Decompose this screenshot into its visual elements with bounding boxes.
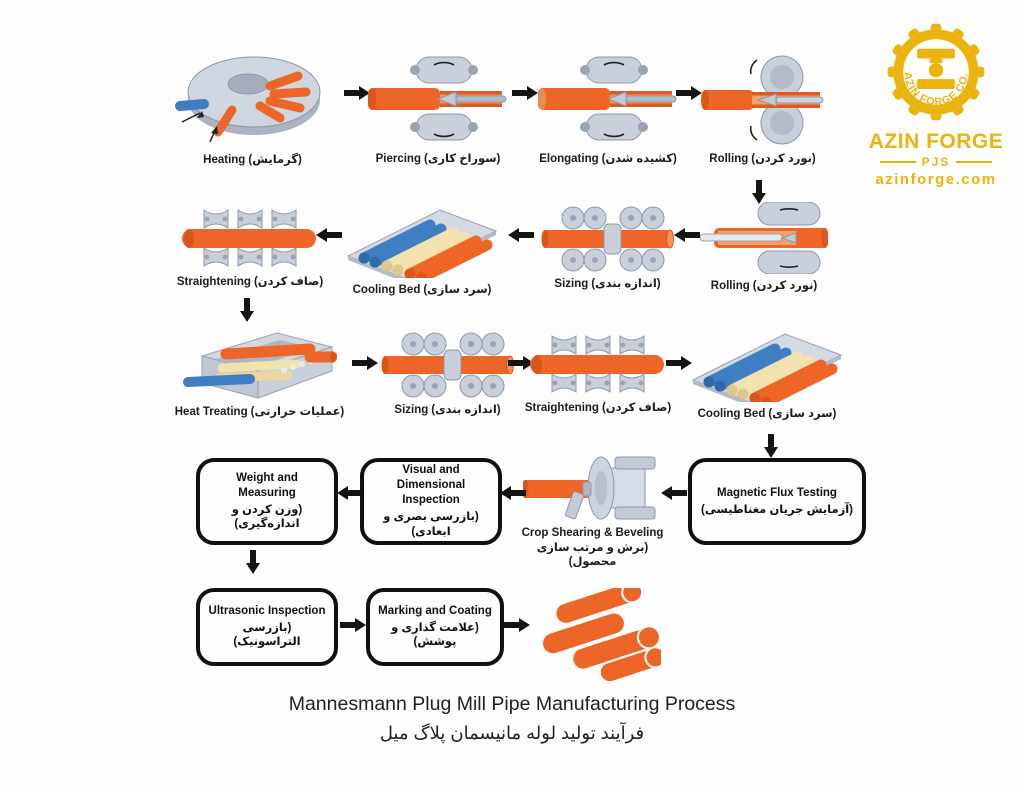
gear-logo-icon: AZIN FORGE CO. [887,23,985,121]
step-crop-shearing: Crop Shearing & Beveling (برش و مرتب ساز… [520,452,665,568]
logo-website: azinforge.com [875,171,997,188]
rotary-hearth-furnace-illustration [175,56,321,143]
arrow-right-icon [666,356,692,370]
plug-mill-rolls-illustration [701,55,824,145]
diagram-title-fa: فرآیند تولید لوله مانیسمان پلاگ میل [379,723,645,743]
step-straightening-1: Straightening(صاف کردن) [176,206,324,288]
step-label-rolling-2: Rolling(نورد کردن) [710,280,818,292]
arrow-right-icon [352,356,378,370]
arrow-left-icon [500,486,526,500]
sizing-roller-stands-illustration [381,332,514,398]
arrow-left-icon [508,228,534,242]
step-label-cooling-bed-2: Cooling Bed(سرد سازی) [697,408,837,420]
logo-suffix: PJS [857,155,1015,169]
step-piercing: Piercing(سوراخ کاری) [368,52,508,165]
step-straightening-2: Straightening(صاف کردن) [524,332,672,414]
elongating-mill-illustration [538,56,677,141]
arrow-right-icon [512,86,538,100]
sizing-roller-stands-illustration [541,206,674,272]
step-rolling-2: Rolling(نورد کردن) [700,202,828,292]
step-label-straightening-1: Straightening(صاف کردن) [176,276,324,288]
arrow-right-icon [344,86,370,100]
box-visual-dimensional-inspection: Visual and Dimensional Inspection (بازرس… [360,458,502,545]
arrow-down-icon [240,298,254,322]
step-label-sizing-1: Sizing(اندازه بندی) [554,278,661,290]
step-label-piercing: Piercing(سوراخ کاری) [375,153,501,165]
arrow-down-icon [246,550,260,574]
arrow-left-icon [661,486,687,500]
step-label-heat-treating: Heat Treating(عملیات حرارتی) [174,406,345,418]
arrow-left-icon [674,228,700,242]
cooling-bed-illustration [691,333,843,402]
step-cooling-bed-2: Cooling Bed(سرد سازی) [686,322,848,420]
step-label-crop-shearing: Crop Shearing & Beveling (برش و مرتب ساز… [521,527,664,568]
step-label-elongating: Elongating(کشیده شدن) [539,153,677,165]
box-magnetic-flux-testing: Magnetic Flux Testing (آزمایش جریان مغنا… [688,458,866,545]
step-rolling-1: Rolling(نورد کردن) [700,52,825,165]
company-logo: AZIN FORGE CO. AZIN FORGE PJS azinforge.… [857,20,1015,188]
step-heat-treating: Heat Treating(عملیات حرارتی) [175,326,344,418]
box-ultrasonic-inspection: Ultrasonic Inspection (بازرسی التراسونیک… [196,588,338,666]
arrow-down-icon [752,180,766,204]
arrow-left-icon [316,228,342,242]
logo-company-name: AZIN FORGE [868,130,1004,153]
step-label-heating: Heating(گرمایش) [203,154,302,166]
step-heating: Heating(گرمایش) [170,48,335,166]
arrow-left-icon [337,486,363,500]
box-marking-and-coating: Marking and Coating (علامت گذاری و پوشش) [366,588,504,666]
step-label-rolling-1: Rolling(نورد کردن) [709,153,816,165]
step-sizing-2: Sizing(اندازه بندی) [380,330,515,416]
step-cooling-bed-1: Cooling Bed(سرد سازی) [342,198,502,296]
press-icon [917,48,955,90]
straightening-rolls-illustration [530,335,664,393]
step-label-straightening-2: Straightening(صاف کردن) [524,402,672,414]
arrow-down-icon [764,434,778,458]
step-elongating: Elongating(کشیده شدن) [538,52,678,165]
arrow-right-icon [504,618,530,632]
arrow-right-icon [676,86,702,100]
arrow-right-icon [340,618,366,632]
heat-treating-furnace-illustration [183,332,337,399]
diagram-title-en: Mannesmann Plug Mill Pipe Manufacturing … [288,693,736,715]
step-label-cooling-bed-1: Cooling Bed(سرد سازی) [352,284,492,296]
finished-pipes-bundle-illustration [541,588,661,683]
step-label-sizing-2: Sizing(اندازه بندی) [394,404,501,416]
box-weight-and-measuring: Weight and Measuring (وزن کردن و اندازه‌… [196,458,338,545]
step-sizing-1: Sizing(اندازه بندی) [540,204,675,290]
reeling-mill-rolls-illustration [700,202,828,274]
arrow-right-icon [508,356,534,370]
step-finished-pipes [536,588,661,683]
straightening-rolls-illustration [182,209,316,267]
piercing-mill-illustration [368,56,507,141]
cooling-bed-illustration [346,209,498,278]
crop-shearing-saw-illustration [522,456,655,520]
